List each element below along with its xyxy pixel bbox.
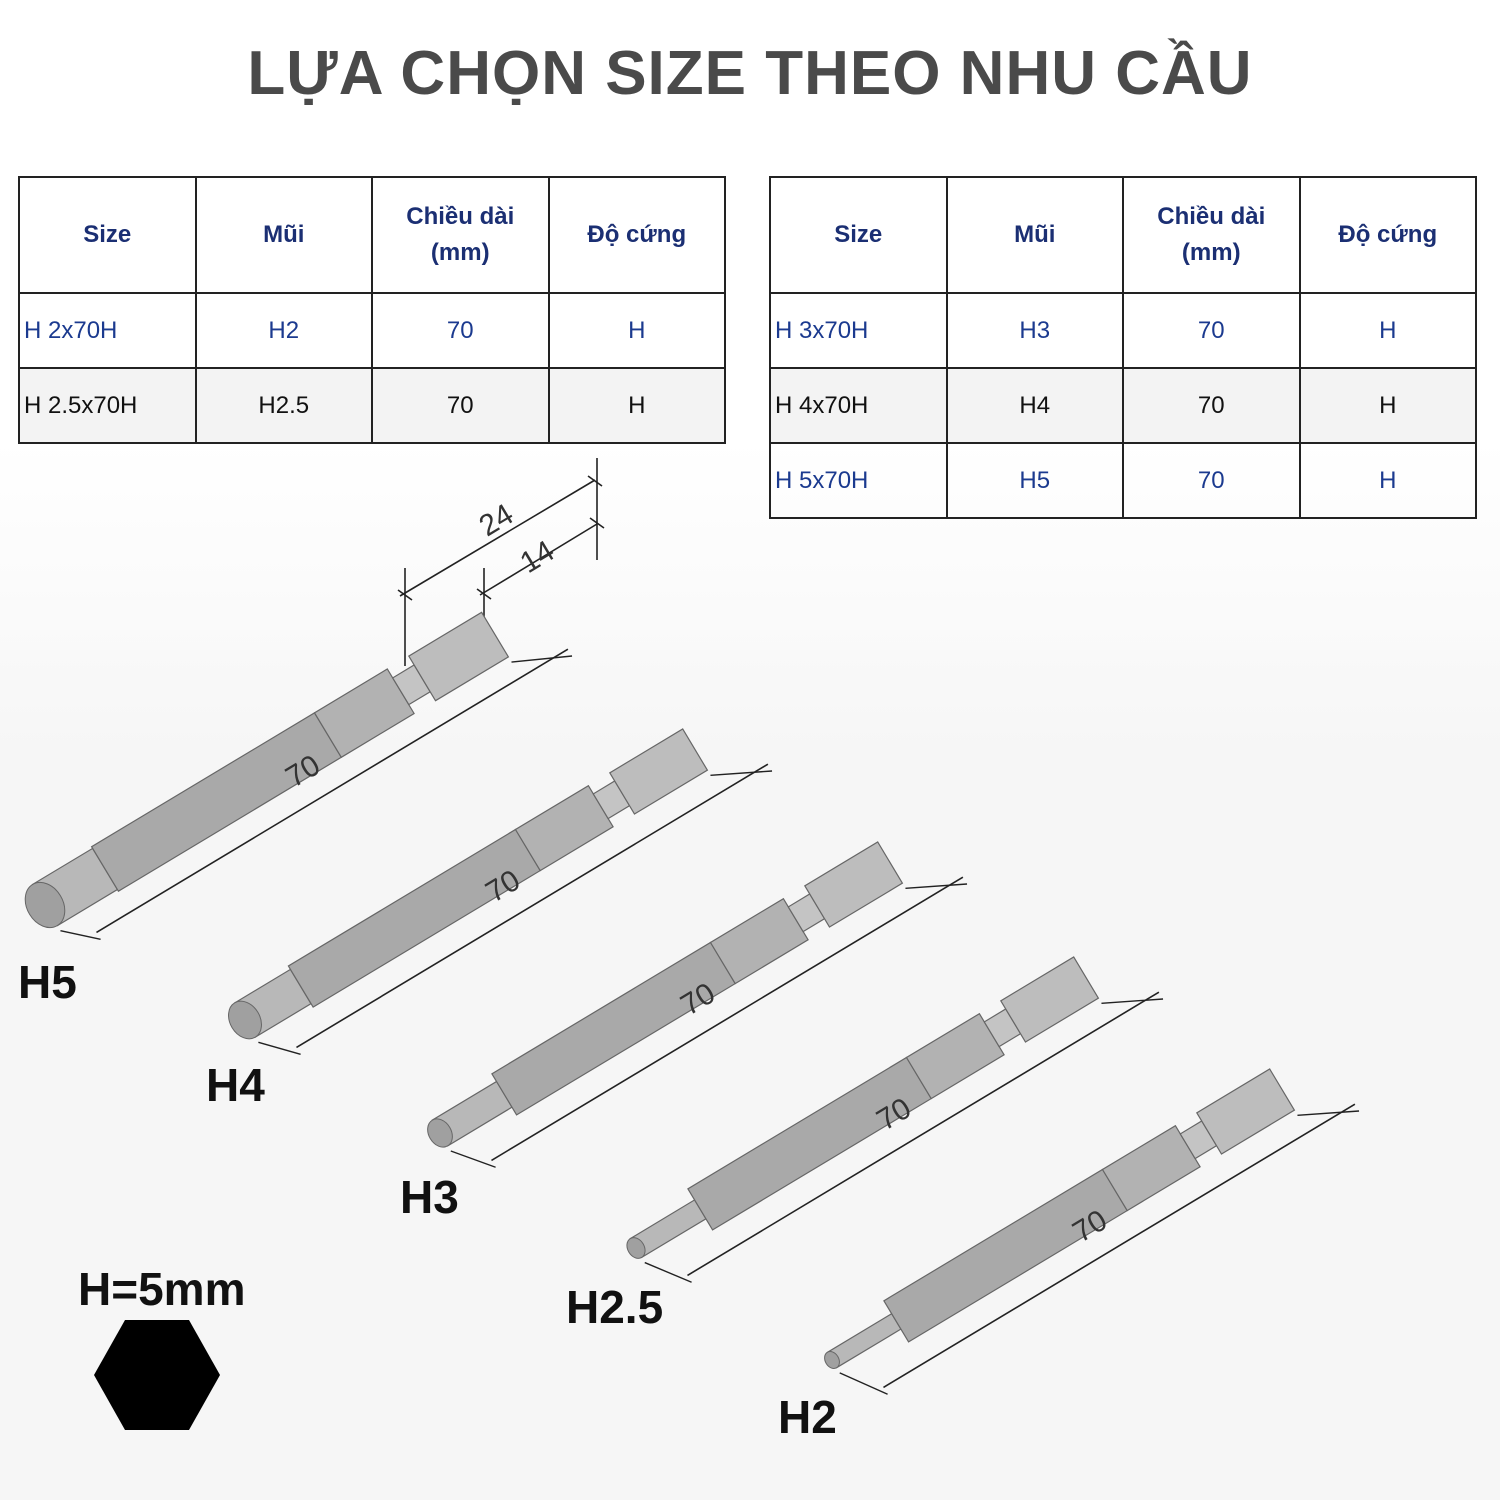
cell-size: H 5x70H bbox=[769, 442, 948, 519]
cell-size: H 3x70H bbox=[769, 292, 948, 369]
extension-line bbox=[839, 1372, 888, 1395]
bit-label-h3: H3 bbox=[400, 1171, 459, 1223]
dimension-24-label: 24 bbox=[474, 498, 520, 543]
bit-hex-end bbox=[407, 611, 510, 702]
table-header-row: Size Mũi Chiều dài (mm) Độ cứng bbox=[18, 176, 726, 294]
hex-bit-1 bbox=[228, 728, 709, 1040]
extension-line bbox=[905, 883, 968, 890]
header-tip: Mũi bbox=[945, 176, 1124, 294]
extension-line bbox=[710, 770, 773, 777]
bit-hex-end bbox=[803, 841, 904, 928]
spec-table-right: Size Mũi Chiều dài (mm) Độ cứng H 3x70H … bbox=[769, 176, 1477, 519]
bit-shaft bbox=[287, 828, 542, 1008]
bit-shaft bbox=[883, 1168, 1129, 1343]
bit-shaft bbox=[687, 1056, 933, 1231]
extension-line bbox=[450, 1150, 496, 1168]
bit-tip-face bbox=[228, 1000, 262, 1040]
cell-size: H 2.5x70H bbox=[18, 367, 197, 444]
length-dimension-line bbox=[883, 1103, 1356, 1389]
header-length: Chiều dài (mm) bbox=[1122, 176, 1301, 294]
table-row: H 3x70H H3 70 H bbox=[769, 292, 1477, 369]
cell-hardness: H bbox=[1298, 367, 1477, 444]
bit-shank bbox=[1101, 1124, 1201, 1212]
bit-hex-end bbox=[999, 956, 1100, 1043]
cell-length: 70 bbox=[371, 367, 550, 444]
table-row: H 4x70H H4 70 H bbox=[769, 367, 1477, 444]
hex-bit-3 bbox=[626, 956, 1100, 1259]
header-tip: Mũi bbox=[194, 176, 373, 294]
length-dimension-line bbox=[96, 648, 569, 934]
bit-tip-face bbox=[824, 1351, 840, 1369]
bit-shank bbox=[514, 784, 614, 872]
bit-tip-face bbox=[24, 881, 66, 929]
bit-tip-face bbox=[427, 1118, 453, 1148]
bit-shaft bbox=[491, 941, 737, 1116]
header-length: Chiều dài (mm) bbox=[371, 176, 550, 294]
cell-size: H 4x70H bbox=[769, 367, 948, 444]
header-length-text: Chiều dài (mm) bbox=[1157, 203, 1266, 266]
cell-tip: H5 bbox=[945, 442, 1124, 519]
cell-hardness: H bbox=[1298, 292, 1477, 369]
hex-size-note: H=5mm bbox=[78, 1263, 246, 1315]
header-size: Size bbox=[769, 176, 948, 294]
hex-bit-2 bbox=[427, 841, 904, 1148]
cell-hardness: H bbox=[1298, 442, 1477, 519]
cell-tip: H2.5 bbox=[194, 367, 373, 444]
cell-length: 70 bbox=[1122, 367, 1301, 444]
dimension-top bbox=[397, 458, 605, 666]
hex-bit-0 bbox=[24, 611, 510, 929]
cell-tip: H2 bbox=[194, 292, 373, 369]
bit-label-h2: H2 bbox=[778, 1391, 837, 1443]
header-size: Size bbox=[18, 176, 197, 294]
extension-line bbox=[644, 1261, 692, 1283]
extension-line bbox=[60, 930, 101, 940]
page-title: LỰA CHỌN SIZE THEO NHU CẦU bbox=[247, 39, 1253, 108]
cell-tip: H4 bbox=[945, 367, 1124, 444]
cell-hardness: H bbox=[547, 367, 726, 444]
cell-length: 70 bbox=[371, 292, 550, 369]
table-row: H 5x70H H5 70 H bbox=[769, 442, 1477, 519]
header-hardness: Độ cứng bbox=[1298, 176, 1477, 294]
length-dimension-line bbox=[491, 876, 964, 1162]
cell-tip: H3 bbox=[945, 292, 1124, 369]
dimension-14-label: 14 bbox=[515, 534, 561, 579]
bit-shank bbox=[905, 1012, 1005, 1100]
table-row: H 2x70H H2 70 H bbox=[18, 292, 726, 369]
length-dimension-line bbox=[687, 991, 1160, 1277]
bit-shank bbox=[709, 897, 809, 985]
length-dimension-line bbox=[296, 763, 769, 1049]
bit-hex-end bbox=[608, 728, 709, 815]
bit-tip-face bbox=[626, 1237, 646, 1259]
bit-label-h4: H4 bbox=[206, 1059, 265, 1111]
header-hardness: Độ cứng bbox=[547, 176, 726, 294]
hex-bit-4 bbox=[824, 1068, 1296, 1369]
bit-shaft bbox=[90, 711, 343, 893]
cell-hardness: H bbox=[547, 292, 726, 369]
bit-label-h5: H5 bbox=[18, 956, 77, 1008]
spec-table-left: Size Mũi Chiều dài (mm) Độ cứng H 2x70H … bbox=[18, 176, 726, 444]
extension-line bbox=[258, 1041, 301, 1055]
table-row: H 2.5x70H H2.5 70 H bbox=[18, 367, 726, 444]
bit-shank bbox=[313, 668, 415, 759]
bit-hex-end bbox=[1195, 1068, 1296, 1155]
header-length-text: Chiều dài (mm) bbox=[406, 203, 515, 266]
cell-length: 70 bbox=[1122, 442, 1301, 519]
cell-length: 70 bbox=[1122, 292, 1301, 369]
table-header-row: Size Mũi Chiều dài (mm) Độ cứng bbox=[769, 176, 1477, 294]
extension-line bbox=[1297, 1110, 1360, 1117]
bit-label-h2-5: H2.5 bbox=[566, 1281, 664, 1333]
cell-size: H 2x70H bbox=[18, 292, 197, 369]
hex-section-icon bbox=[94, 1320, 220, 1430]
extension-line bbox=[1101, 998, 1164, 1005]
extension-line bbox=[511, 655, 573, 663]
